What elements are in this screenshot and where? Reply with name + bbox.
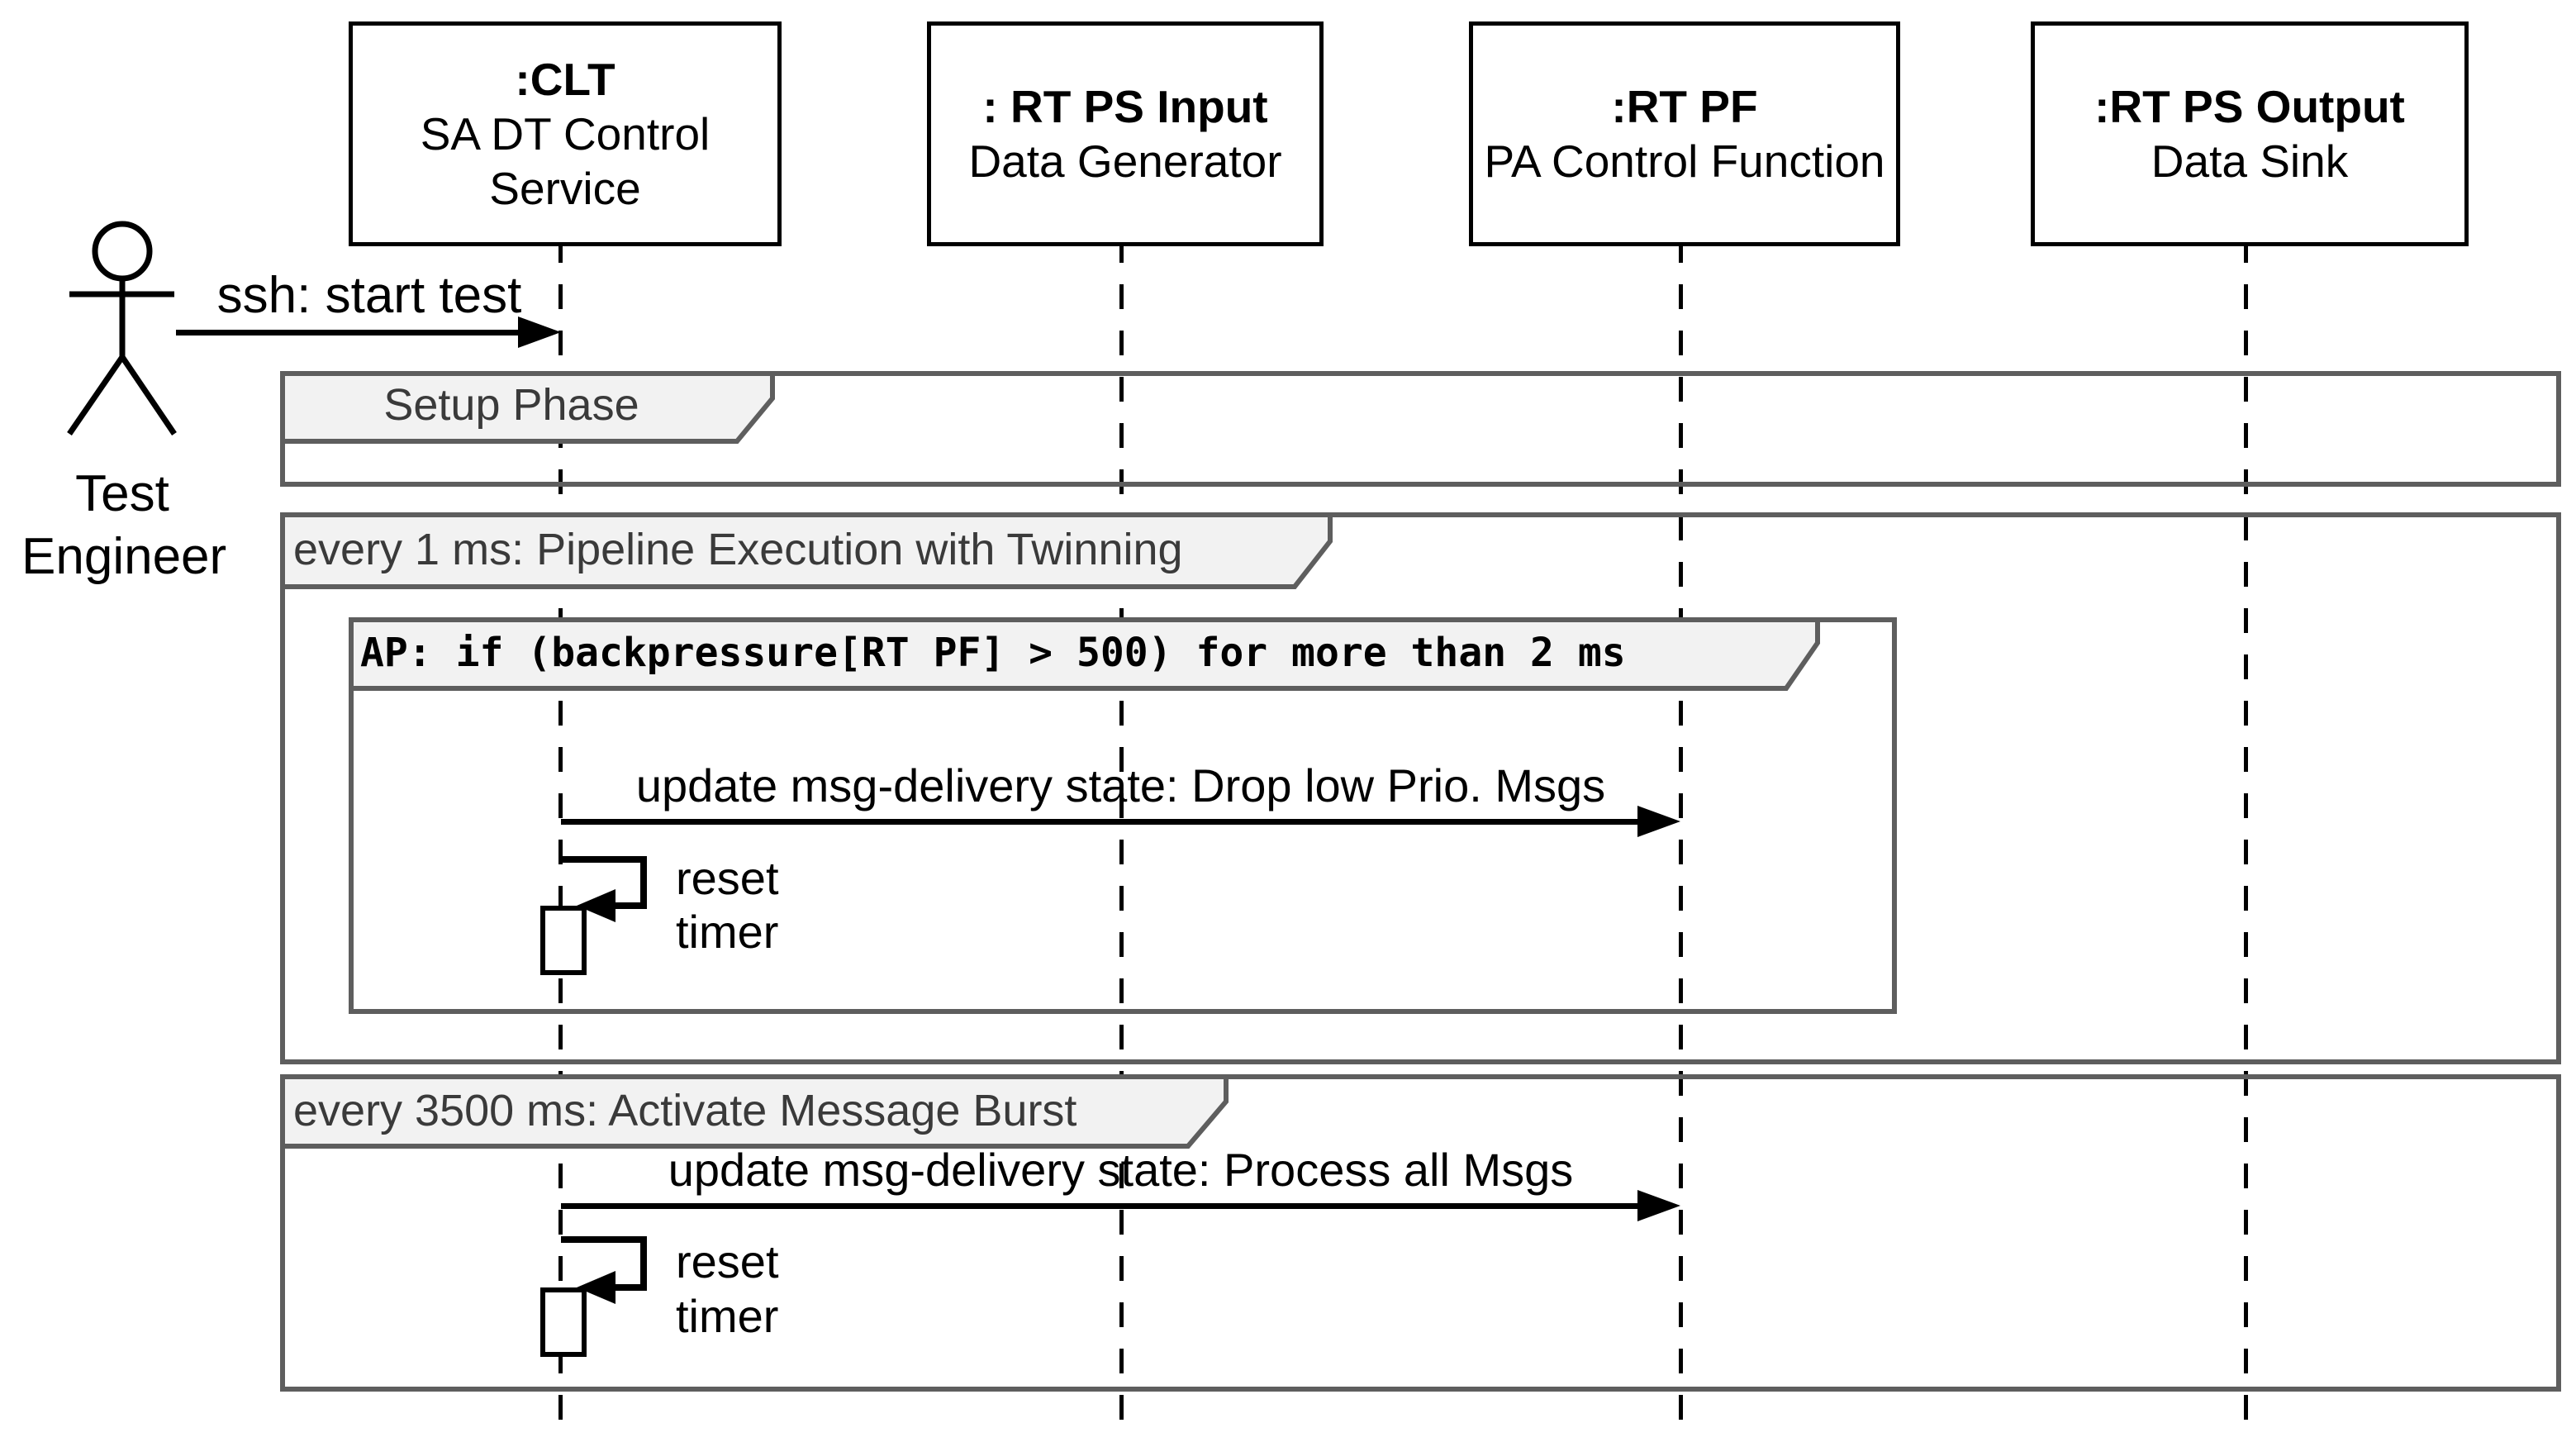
self-message-2-top-line xyxy=(561,1236,647,1243)
fragment-burst-label: every 3500 ms: Activate Message Burst xyxy=(293,1085,1077,1135)
self-message-2-label-line1: reset xyxy=(676,1235,779,1287)
self-message-2-return-line xyxy=(615,1284,647,1291)
fragment-pipeline-label-pentagon-icon xyxy=(280,512,1333,589)
fragment-ap-label: AP: if (backpressure[RT PF] > 500) for m… xyxy=(360,630,1626,676)
start-message-line xyxy=(176,330,521,336)
activation-bar-1 xyxy=(540,906,587,975)
self-message-1-right-line xyxy=(640,856,647,909)
self-message-1-top-line xyxy=(561,856,647,863)
fragment-burst-label-pentagon-icon xyxy=(280,1074,1229,1149)
lifeline-subtitle: SA DT Control xyxy=(420,108,711,159)
start-message-label: ssh: start test xyxy=(216,267,522,324)
actor-name-line2: Engineer xyxy=(21,528,227,585)
activation-bar-2 xyxy=(540,1287,587,1357)
lifeline-rt-ps-input xyxy=(1119,238,1124,1434)
lifeline-title: :RT PS Output xyxy=(2094,81,2405,132)
lifeline-title: :RT PF xyxy=(1611,81,1758,132)
lifeline-header-rt-pf: :RT PF PA Control Function xyxy=(1469,21,1900,246)
lifeline-rt-pf xyxy=(1679,238,1683,1434)
message-2-arrowhead-icon xyxy=(1637,1190,1680,1221)
message-2-line xyxy=(561,1203,1637,1209)
fragment-pipeline-label: every 1 ms: Pipeline Execution with Twin… xyxy=(293,525,1183,574)
fragment-setup-label-pentagon-icon xyxy=(280,371,775,444)
message-1-arrowhead-icon xyxy=(1637,806,1680,837)
lifeline-header-rt-ps-output: :RT PS Output Data Sink xyxy=(2031,21,2469,246)
lifeline-subtitle: Service xyxy=(489,163,641,214)
self-message-1-label-line2: timer xyxy=(676,906,779,958)
actor-name-line1: Test xyxy=(75,465,169,522)
fragment-pipeline-frame xyxy=(280,512,2561,1064)
self-message-2-right-line xyxy=(640,1236,647,1291)
fragment-ap-label-pentagon-icon xyxy=(349,617,1820,691)
actor-icon xyxy=(67,221,177,435)
lifeline-subtitle: Data Sink xyxy=(2151,136,2349,187)
message-1-line xyxy=(561,819,1637,825)
lifeline-header-rt-ps-input: : RT PS Input Data Generator xyxy=(927,21,1324,246)
message-1-label: update msg-delivery state: Drop low Prio… xyxy=(635,759,1606,811)
lifeline-rt-ps-output xyxy=(2244,238,2248,1434)
lifeline-title: : RT PS Input xyxy=(982,81,1268,132)
self-message-1-label-line1: reset xyxy=(676,852,779,904)
lifeline-subtitle: PA Control Function xyxy=(1484,136,1885,187)
fragment-burst-frame xyxy=(280,1074,2561,1392)
fragment-setup-label: Setup Phase xyxy=(383,380,639,430)
lifeline-subtitle: Data Generator xyxy=(968,136,1282,187)
lifeline-header-clt: :CLT SA DT Control Service xyxy=(349,21,782,246)
lifeline-title: :CLT xyxy=(515,54,615,105)
message-2-label: update msg-delivery state: Process all M… xyxy=(668,1144,1574,1196)
self-message-1-return-line xyxy=(615,902,647,909)
self-message-2-label-line2: timer xyxy=(676,1290,779,1342)
start-message-arrowhead-icon xyxy=(518,316,561,348)
lifeline-clt xyxy=(558,238,563,1434)
